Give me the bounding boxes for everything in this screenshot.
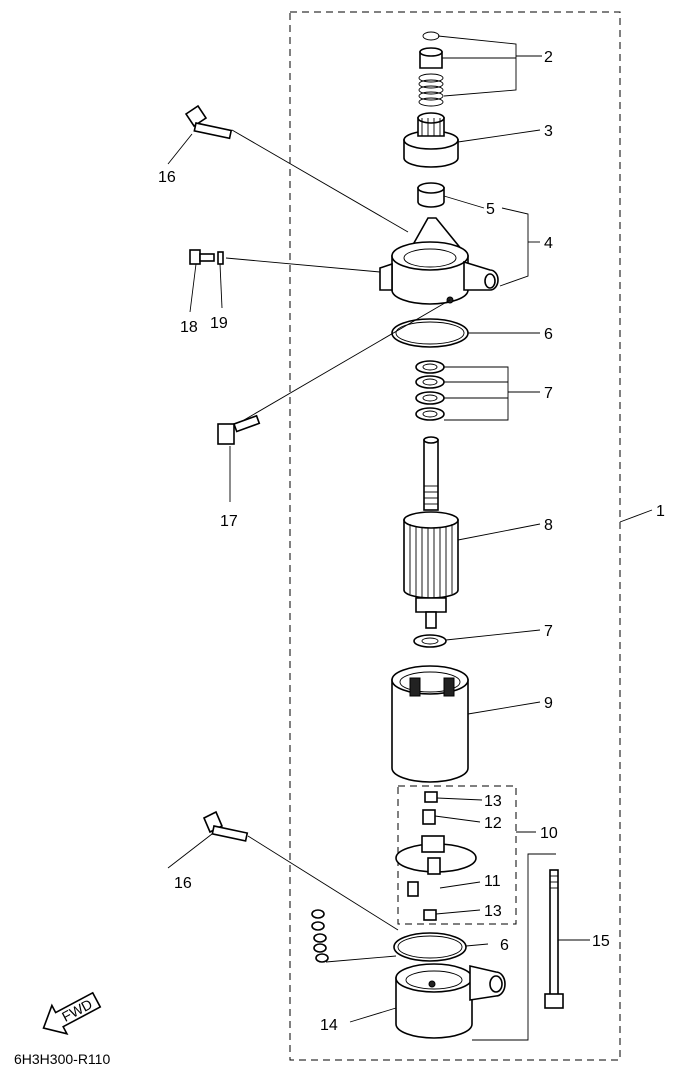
- washer-stack-upper: [415, 360, 445, 421]
- screw-and-washer: [189, 249, 224, 265]
- fwd-label: FWD: [59, 996, 95, 1025]
- through-bolt: [544, 869, 564, 1009]
- o-ring-upper: [391, 318, 469, 348]
- assembly-boundary: [289, 11, 621, 1061]
- bushing: [417, 182, 445, 208]
- callout-6-upper: 6: [544, 326, 553, 343]
- bolt-upper: [184, 104, 233, 140]
- leader-lines: [167, 35, 653, 1041]
- callout-18: 18: [180, 319, 198, 336]
- o-ring-lower: [393, 932, 467, 962]
- pinion-gear: [403, 112, 459, 168]
- callout-13-lower: 13: [484, 903, 502, 920]
- bolt-side: [217, 414, 261, 445]
- callout-14: 14: [320, 1017, 338, 1034]
- callout-11: 11: [484, 873, 501, 890]
- callout-1: 1: [656, 503, 665, 520]
- callout-4: 4: [544, 235, 553, 252]
- brush-holder-boundary: [397, 785, 517, 925]
- callout-8: 8: [544, 517, 553, 534]
- drawing-code: 6H3H300-R110: [14, 1051, 110, 1067]
- bolt-lower: [202, 810, 249, 842]
- callout-12: 12: [484, 815, 502, 832]
- callout-7-lower: 7: [544, 623, 553, 640]
- armature: [403, 436, 459, 629]
- callout-5: 5: [486, 201, 495, 218]
- pinion-stopper-set: [418, 31, 444, 107]
- callout-17: 17: [220, 513, 238, 530]
- callout-16-lower: 16: [174, 875, 192, 892]
- callout-15: 15: [592, 933, 610, 950]
- rear-bracket: [395, 963, 506, 1039]
- front-bracket: [379, 217, 499, 305]
- brush-holder-assembly: [395, 791, 477, 921]
- washer-lower: [413, 634, 447, 648]
- callout-labels: 1 2 3 5 4 6 7 8 7 9 13 12 10 11 13 15 6 …: [158, 49, 665, 1034]
- callout-2: 2: [544, 49, 553, 66]
- callout-19: 19: [210, 315, 228, 332]
- callout-10: 10: [540, 825, 558, 842]
- washer-stack-rear: [311, 909, 329, 963]
- yoke: [391, 665, 469, 783]
- callout-6-lower: 6: [500, 937, 509, 954]
- callout-13-upper: 13: [484, 793, 502, 810]
- callout-7-upper: 7: [544, 385, 553, 402]
- callout-16-upper: 16: [158, 169, 176, 186]
- callout-9: 9: [544, 695, 553, 712]
- callout-3: 3: [544, 123, 553, 140]
- fwd-arrow-icon: FWD: [42, 991, 102, 1035]
